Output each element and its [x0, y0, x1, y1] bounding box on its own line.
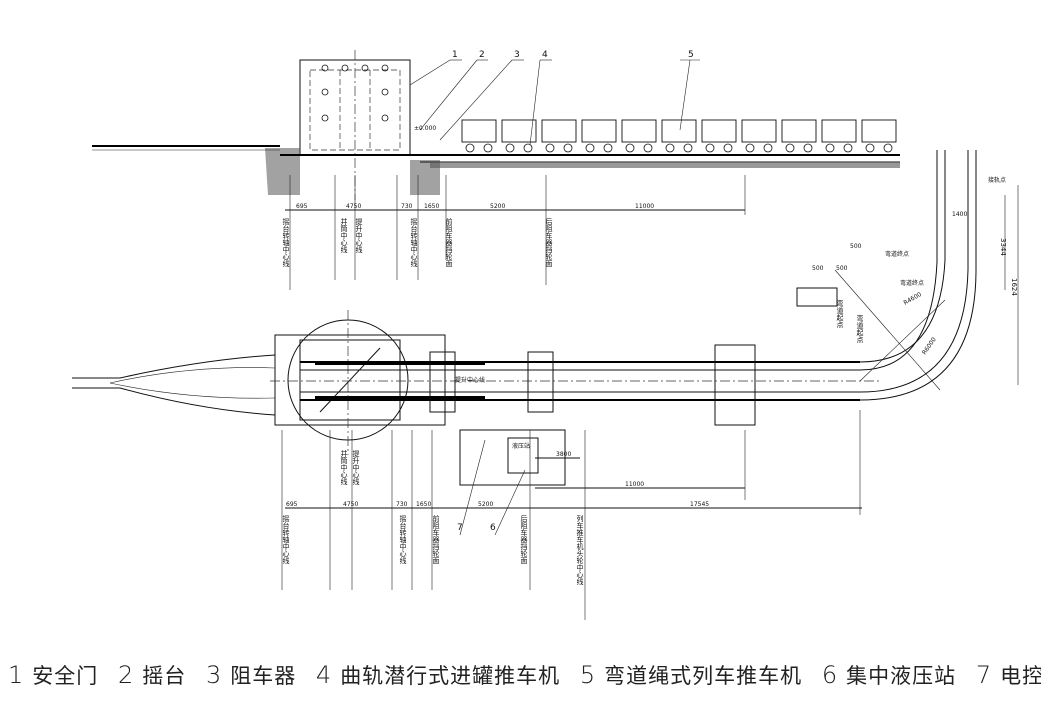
curve-dim-3344: 3344 — [999, 238, 1007, 256]
car-wheel — [545, 143, 555, 153]
car-wheel — [785, 143, 795, 153]
mine-car — [821, 119, 857, 143]
plan-label-pivot-left: 摇台转轴中心线 — [282, 514, 290, 564]
curve-label-start-2: 弯道起点 — [856, 314, 864, 344]
car-wheel — [563, 143, 573, 153]
plan-label-pusher-head: 列车推车机头轮中心线 — [576, 514, 584, 585]
car-wheel — [723, 143, 733, 153]
mine-car — [661, 119, 697, 143]
top-label-front-stopper: 前阻车器挡轮面 — [445, 217, 453, 268]
car-wheel — [883, 143, 893, 153]
car-wheel — [825, 143, 835, 153]
plan-label-front-stopper: 前阻车器挡轮面 — [432, 514, 440, 565]
callout-3: 3 — [514, 50, 520, 60]
curve-dim-1400: 1400 — [952, 211, 967, 218]
plan-dim-17545: 17545 — [690, 501, 709, 508]
car-wheel — [465, 143, 475, 153]
legend-item: 7电控装置 — [975, 661, 1041, 689]
curve-dim-500-c: 500 — [836, 265, 848, 272]
car-wheel — [505, 143, 515, 153]
car-wheel — [585, 143, 595, 153]
plan-dim-1650: 1650 — [416, 501, 431, 508]
top-dim-730: 730 — [401, 203, 413, 210]
mine-car — [861, 119, 897, 143]
engineering-drawing: 1 2 3 4 5 ±0.000 695 4750 730 1650 5200 … — [72, 50, 1019, 620]
car-wheel — [865, 143, 875, 153]
top-dim-1650: 1650 — [424, 203, 439, 210]
plan-dim-695: 695 — [286, 501, 298, 508]
plan-label-pivot-right: 摇台转轴中心线 — [399, 514, 407, 564]
plan-label-hoist: 提升中心线 — [352, 449, 360, 485]
car-wheel — [745, 143, 755, 153]
top-dim-11000: 11000 — [635, 203, 654, 210]
plan-dim-5200: 5200 — [478, 501, 493, 508]
plan-dim-11000: 11000 — [625, 481, 644, 488]
callout-2: 2 — [479, 50, 485, 60]
callout-4: 4 — [542, 50, 548, 60]
curve-label-junction: 接轨点 — [988, 176, 1006, 184]
mine-car — [461, 119, 497, 143]
top-dim-4750: 4750 — [346, 203, 361, 210]
elevation-view: 1 2 3 4 5 ±0.000 695 4750 730 1650 5200 … — [92, 50, 900, 290]
callout-5: 5 — [688, 50, 694, 60]
car-wheel — [625, 143, 635, 153]
car-wheel — [843, 143, 853, 153]
mine-car-row — [461, 119, 897, 153]
car-wheel — [763, 143, 773, 153]
car-wheel — [483, 143, 493, 153]
top-dim-5200: 5200 — [490, 203, 505, 210]
mine-car — [541, 119, 577, 143]
plan-callout-7: 7 — [457, 523, 463, 533]
top-label-pivot-left: 摇台转轴中心线 — [282, 217, 290, 267]
curve-dim-500-b: 500 — [812, 265, 824, 272]
curve-label-start-1: 弯道起点 — [836, 299, 844, 329]
car-wheel — [643, 143, 653, 153]
curve-label-end-2: 弯道终点 — [900, 279, 924, 287]
plan-view: 提升中心线 R4600 R6000 弯道终点 弯道终点 弯道起点 弯道起点 接轨… — [72, 150, 1019, 620]
top-dim-695: 695 — [296, 203, 308, 210]
top-label-shaft: 井筒中心线 — [340, 217, 348, 253]
mine-car — [621, 119, 657, 143]
curve-label-end-1: 弯道终点 — [885, 250, 909, 258]
plan-label-shaft: 井筒中心线 — [340, 449, 348, 485]
car-wheel — [523, 143, 533, 153]
mine-car — [781, 119, 817, 143]
plan-dim-3800: 3800 — [556, 451, 571, 458]
mine-car — [701, 119, 737, 143]
car-wheel — [705, 143, 715, 153]
car-wheel — [683, 143, 693, 153]
top-label-rear-stopper: 后阻车器挡轮面 — [545, 217, 553, 268]
station-label: 液压站 — [512, 442, 530, 450]
callout-1: 1 — [452, 50, 458, 60]
top-label-pivot-right: 摇台转轴中心线 — [410, 217, 418, 267]
mine-car — [581, 119, 617, 143]
plan-dim-730: 730 — [396, 501, 408, 508]
radius-4600: R4600 — [903, 291, 923, 307]
curve-dim-1624: 1624 — [1010, 278, 1018, 296]
mine-car — [741, 119, 777, 143]
plan-label-rear-stopper: 后阻车器挡轮面 — [520, 514, 528, 565]
mine-car — [501, 119, 537, 143]
car-wheel — [603, 143, 613, 153]
top-label-hoist: 提升中心线 — [355, 217, 363, 253]
radius-6000: R6000 — [921, 336, 938, 356]
curve-dim-500-a: 500 — [850, 243, 862, 250]
plan-center-line-label: 提升中心线 — [455, 376, 485, 384]
elevation-mark: ±0.000 — [414, 125, 436, 132]
car-wheel — [665, 143, 675, 153]
plan-callout-6: 6 — [490, 523, 496, 533]
car-wheel — [803, 143, 813, 153]
plan-dim-4750: 4750 — [343, 501, 358, 508]
